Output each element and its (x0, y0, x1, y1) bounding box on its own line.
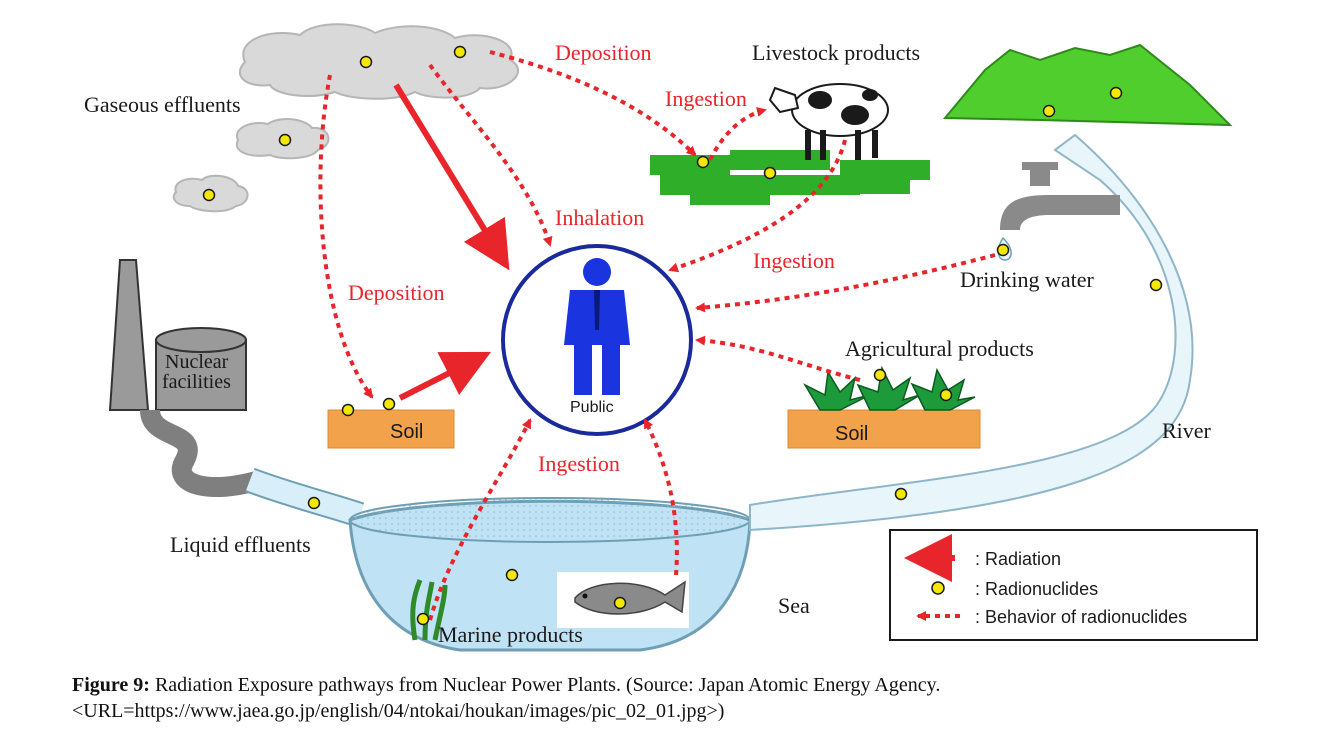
pathway-deposition-to-grass (489, 50, 697, 157)
pathway-agri-to-public (695, 335, 861, 382)
seaweed (410, 579, 448, 641)
radiation-arrow-soil-to-public (398, 351, 492, 401)
nuclear-facilities-label-2: facilities (162, 371, 231, 393)
pathway-cow-to-public (668, 139, 847, 273)
public-circle (501, 244, 693, 436)
label-deposition-top: Deposition (555, 40, 652, 65)
label-livestock-products: Livestock products (752, 40, 920, 65)
caption-url: <URL=https://www.jaea.go.jp/english/04/n… (72, 700, 725, 722)
pathway-cloud-inhalation (428, 63, 553, 247)
liquid-effluent-pipe (245, 467, 365, 528)
label-ingestion-right: Ingestion (753, 248, 835, 273)
caption-text: Radiation Exposure pathways from Nuclear… (149, 674, 941, 696)
label-deposition-left: Deposition (348, 280, 445, 305)
label-liquid-effluents: Liquid effluents (170, 532, 311, 557)
pathway-seaweed-to-public (428, 418, 532, 621)
legend-behavior-label: : Behavior of radionuclides (975, 607, 1187, 627)
label-sea: Sea (778, 593, 810, 618)
legend-radionuclide-swatch (931, 581, 945, 595)
caption-figure-number: Figure 9: (72, 674, 150, 696)
nuclear-facilities-label-1: Nuclear (165, 351, 229, 373)
public-label: Public (570, 399, 614, 416)
label-river: River (1162, 418, 1212, 443)
radiation-arrow-cloud-to-public (393, 83, 510, 271)
soil-right (787, 365, 981, 449)
pathway-grass-to-cow (708, 107, 767, 161)
legend-radiation-label: : Radiation (975, 549, 1061, 569)
nuclear-facility (108, 259, 263, 498)
pathway-cloud-deposition-soil (318, 74, 374, 399)
cow (768, 83, 889, 160)
grass-pasture (650, 150, 930, 205)
pathway-fish-to-public (643, 418, 679, 576)
pathway-water-to-public (695, 253, 996, 313)
legend: : Radiation : Radionuclides : Behavior o… (889, 529, 1258, 641)
label-ingestion-cow: Ingestion (665, 86, 747, 111)
label-drinking-water: Drinking water (960, 267, 1094, 292)
radionuclide-dots (202, 45, 1163, 626)
label-agricultural-products: Agricultural products (845, 336, 1034, 361)
label-marine-products: Marine products (438, 622, 583, 647)
soil-left (327, 409, 455, 449)
gas-cloud-large (238, 23, 520, 100)
figure-caption: Figure 9: Radiation Exposure pathways fr… (72, 672, 1312, 724)
label-ingestion-bottom: Ingestion (538, 451, 620, 476)
mountain (942, 43, 1233, 127)
soil-left-label: Soil (390, 421, 423, 443)
legend-radionuclides-label: : Radionuclides (975, 579, 1098, 599)
label-inhalation: Inhalation (555, 205, 644, 230)
soil-right-label: Soil (835, 423, 868, 445)
river (749, 133, 1194, 532)
label-gaseous-effluents: Gaseous effluents (84, 92, 241, 117)
